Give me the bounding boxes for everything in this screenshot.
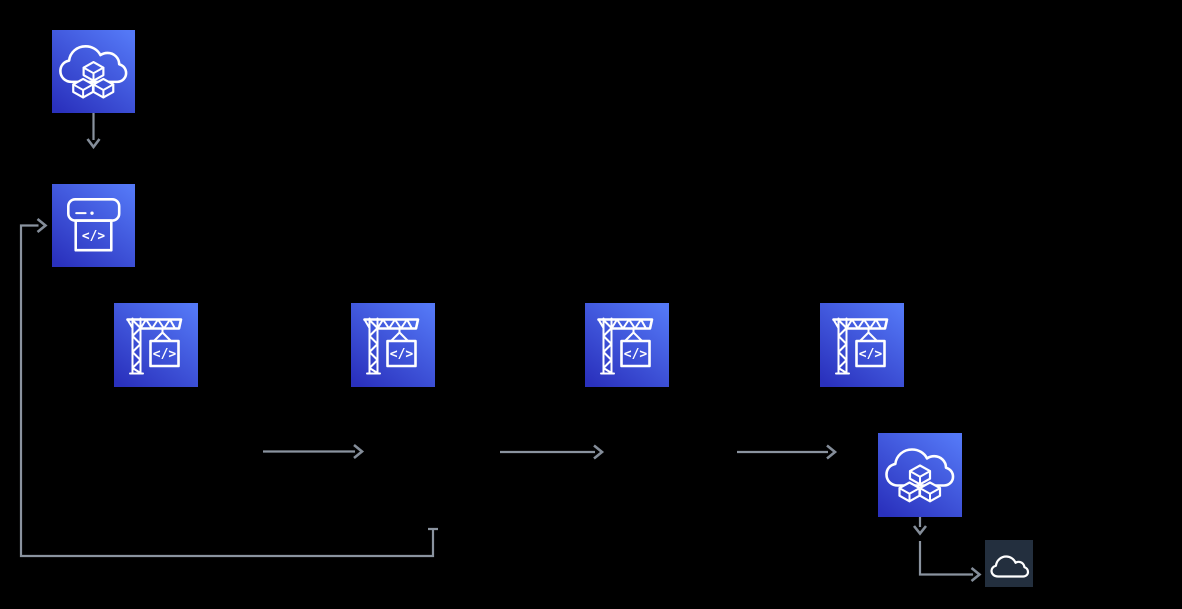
connector-deploy-down	[912, 517, 928, 536]
node-aws-cloud	[985, 540, 1033, 587]
connector-deploy-to-cloud	[918, 541, 982, 583]
connector-feedback-loop	[19, 217, 438, 558]
aws-codebuild-icon	[820, 303, 904, 387]
node-cdk-app	[52, 30, 135, 113]
aws-cdk-icon	[52, 30, 135, 113]
node-cdk-deploy	[878, 433, 962, 517]
aws-cloud-icon	[985, 540, 1033, 587]
connector-stage1-to-stage2	[263, 443, 365, 460]
aws-codepipeline-icon	[52, 184, 135, 267]
connector-stage2-to-stage3	[500, 444, 605, 460]
aws-cdk-icon	[878, 433, 962, 517]
aws-codebuild-icon	[351, 303, 435, 387]
connector-stage3-to-stage4	[737, 444, 838, 460]
aws-codebuild-icon	[585, 303, 669, 387]
aws-codebuild-icon	[114, 303, 198, 387]
node-build-stage-4	[820, 303, 904, 387]
node-build-stage-2	[351, 303, 435, 387]
node-build-stage-3	[585, 303, 669, 387]
connector-cdk-app-to-pipeline	[86, 113, 101, 150]
node-build-stage-1	[114, 303, 198, 387]
node-pipeline	[52, 184, 135, 267]
